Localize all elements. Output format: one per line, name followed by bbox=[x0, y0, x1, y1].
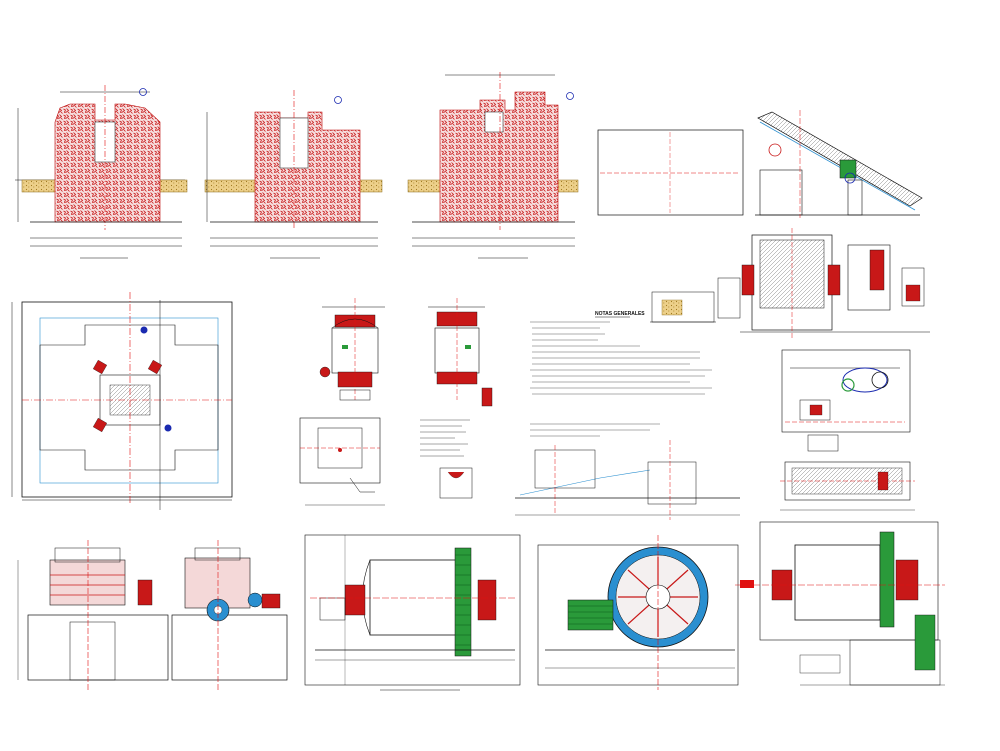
conveyor-plan-view bbox=[780, 434, 915, 511]
plan-view-rectangle bbox=[597, 129, 744, 216]
cone-crusher-elevation-1 bbox=[17, 540, 169, 690]
vibrating-screen-elevation bbox=[755, 110, 923, 218]
conveyor-section-detail bbox=[515, 440, 740, 520]
general-notes: NOTAS GENERALES bbox=[530, 311, 712, 437]
ball-mill-end-view bbox=[537, 535, 739, 690]
ball-mill-elevation bbox=[304, 534, 521, 691]
ball-mill-plan-view bbox=[735, 521, 945, 686]
foundation-section-3 bbox=[407, 72, 579, 259]
foundation-section-2 bbox=[204, 90, 383, 259]
screen-frame-front-view bbox=[717, 228, 930, 340]
small-notes-block bbox=[420, 419, 473, 499]
anchor-block-detail bbox=[299, 417, 385, 506]
crusher-foundation-plan bbox=[11, 292, 233, 510]
cone-crusher-elevation-2 bbox=[171, 540, 288, 690]
feeder-chute-detail bbox=[650, 291, 716, 323]
foundation-section-1 bbox=[15, 85, 188, 259]
cone-crusher-detail-b bbox=[428, 298, 493, 407]
conveyor-drive-elevation bbox=[781, 349, 911, 433]
cone-crusher-detail-a bbox=[319, 298, 385, 401]
notes-title: NOTAS GENERALES bbox=[595, 311, 645, 317]
